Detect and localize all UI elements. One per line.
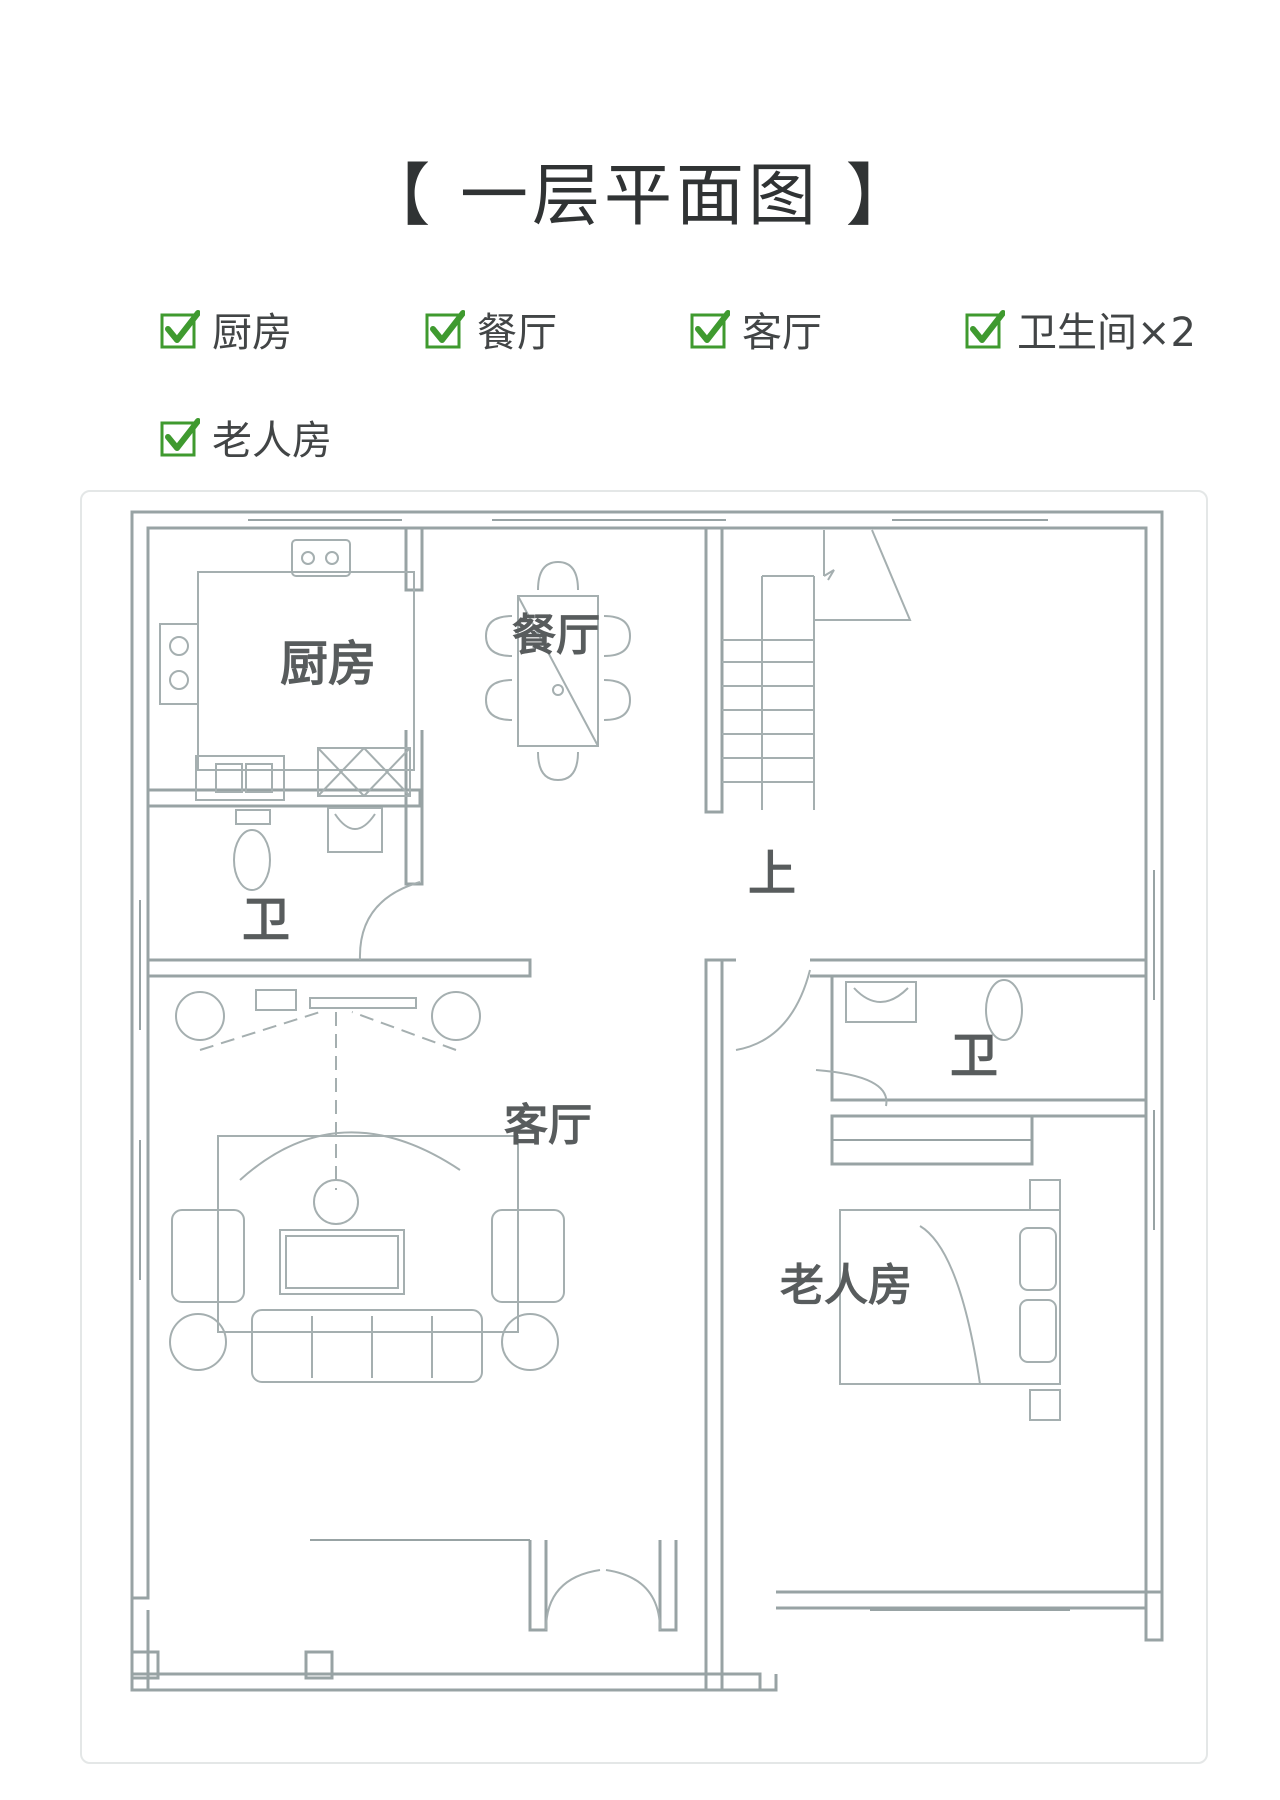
kitchen-fixtures [159, 539, 415, 801]
armchair-left [171, 1209, 245, 1303]
staircase-icon [722, 529, 912, 810]
checkbox-checked-icon [690, 310, 730, 349]
bed-icon [839, 1179, 1061, 1421]
checkbox-checked-icon [160, 310, 200, 349]
sink-icon [291, 539, 351, 577]
room-label-kitchen: 厨房 [280, 636, 376, 692]
double-sink-icon [195, 755, 285, 801]
sofa [251, 1309, 483, 1383]
coffee-table [279, 1229, 405, 1295]
floor-plan-frame [80, 490, 1208, 1764]
toilet-icon [985, 979, 1023, 1041]
dining-table-icon [484, 560, 632, 782]
feature-label: 厨房 [212, 310, 292, 356]
living-furniture [169, 989, 661, 1631]
exterior-walls [130, 510, 1164, 1692]
feature-label: 餐厅 [477, 310, 557, 356]
room-label-stair-up: 上 [748, 846, 796, 902]
feature-label: 卫生间×2 [1017, 310, 1196, 356]
feature-bathrooms: 卫生间×2 [965, 300, 1196, 358]
checkbox-checked-icon [160, 418, 200, 457]
washbasin-icon [845, 981, 917, 1023]
armchair-right [491, 1209, 565, 1303]
room-label-dining: 餐厅 [512, 610, 600, 661]
room-label-living: 客厅 [504, 1100, 592, 1151]
floor-plan: 厨房 餐厅 卫 客厅 上 卫 老人房 [130, 510, 1164, 1692]
feature-dining: 餐厅 [425, 300, 557, 358]
column-left [130, 1650, 160, 1680]
feature-label: 老人房 [212, 418, 332, 464]
toilet-icon [233, 829, 271, 891]
room-label-bath-right: 卫 [950, 1028, 998, 1084]
feature-label: 客厅 [742, 310, 822, 356]
checkbox-checked-icon [425, 310, 465, 349]
feature-elder-room: 老人房 [160, 408, 332, 466]
side-table-right [501, 1313, 559, 1371]
checkbox-checked-icon [965, 310, 1005, 349]
bath-right-fixtures [735, 969, 1023, 1107]
page-title: 【 一层平面图 】 [362, 157, 918, 236]
room-label-elder-room: 老人房 [780, 1260, 912, 1311]
stove-icon [159, 623, 199, 705]
side-table-left [169, 1313, 227, 1371]
bath-left-fixtures [233, 807, 421, 961]
feature-kitchen: 厨房 [160, 300, 292, 358]
washbasin-icon [327, 807, 383, 853]
rug [217, 1135, 519, 1333]
room-label-bath-left: 卫 [242, 892, 290, 948]
feature-living: 客厅 [690, 300, 822, 358]
column-mid [304, 1650, 334, 1680]
